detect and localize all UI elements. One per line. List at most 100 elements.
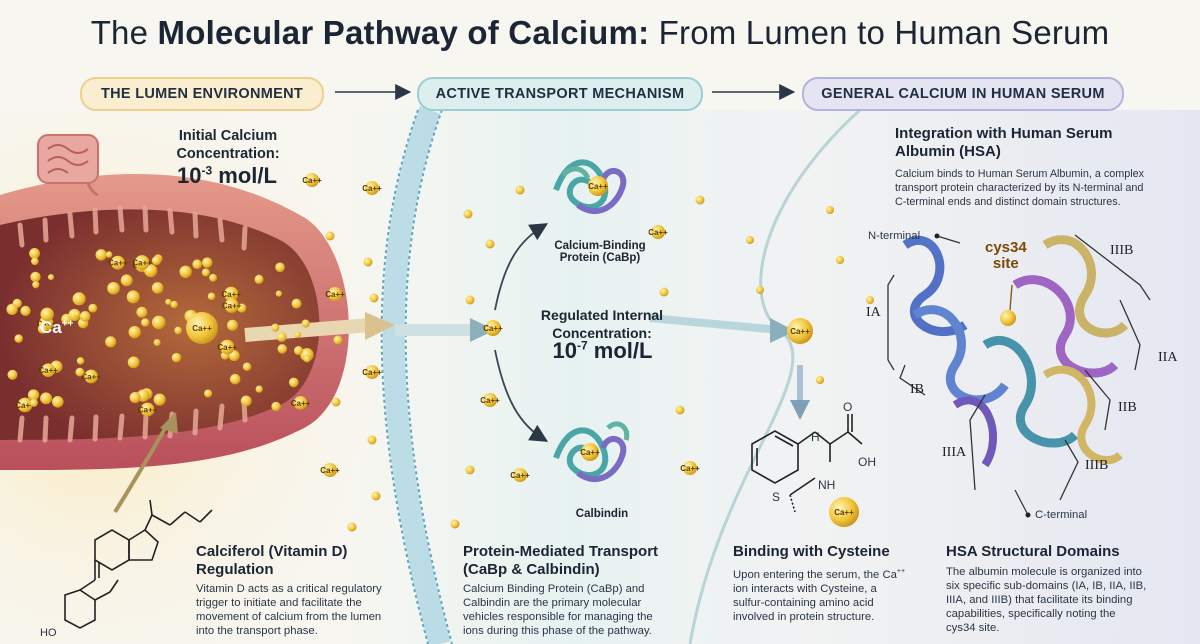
calcium-ion	[291, 298, 302, 309]
calbindin-label: Calbindin	[575, 508, 629, 520]
calcium-ion	[829, 497, 859, 527]
calcium-ion-label: Ca++	[834, 508, 854, 517]
calcium-ion	[17, 397, 33, 413]
calcium-ion	[40, 307, 54, 322]
calcium-ion-label: Ca++	[38, 366, 58, 375]
calcium-ion	[88, 303, 98, 313]
calcium-ion-label: Ca++	[81, 372, 101, 381]
calcium-ion-label: Ca++	[302, 176, 322, 185]
calcium-ion	[450, 519, 460, 529]
calcium-ion	[293, 346, 303, 356]
calcium-ion	[141, 318, 150, 327]
calcium-ion	[365, 181, 379, 195]
lumen-ion-label: Ca++	[40, 318, 74, 337]
internal-concentration-value: 10-7 mol/L	[552, 338, 653, 363]
calcium-ion	[153, 393, 166, 406]
calcium-ion	[174, 326, 182, 335]
calcium-ion-label: Ca++	[221, 290, 241, 299]
calcium-ion-label: Ca++	[132, 258, 152, 267]
calcium-ion	[483, 393, 497, 407]
calcium-ion	[129, 391, 141, 404]
calcium-ion	[275, 290, 282, 297]
calcium-ion	[331, 397, 341, 407]
calcium-ion	[41, 363, 56, 378]
calcium-ion	[237, 303, 247, 313]
calcium-ion-label: Ca++	[362, 368, 382, 377]
calcium-ion	[37, 324, 48, 334]
cys-oh-atom: OH	[858, 455, 876, 469]
calcium-ion	[105, 251, 113, 258]
calcium-ion	[485, 320, 501, 336]
calcium-ion	[465, 465, 475, 475]
calcium-ion	[79, 311, 91, 322]
calcium-ion	[209, 273, 217, 282]
calcium-ion	[201, 268, 210, 277]
calcium-ion	[6, 303, 18, 316]
calcium-ion-label: Ca++	[325, 290, 345, 299]
calcium-ion	[219, 339, 235, 355]
phase-lumen-environment: THE LUMEN ENVIRONMENT	[80, 77, 324, 111]
calcium-ion	[29, 398, 38, 407]
cys-s-atom: S	[772, 490, 781, 504]
calcium-ion	[277, 344, 288, 354]
calcium-ion	[242, 362, 252, 372]
calcium-ion	[224, 298, 239, 313]
hsa-protein	[902, 235, 1129, 468]
calcium-ion	[836, 256, 844, 264]
calcium-ion	[293, 396, 308, 410]
calcium-ion	[105, 336, 117, 348]
calcium-ion-label: Ca++	[580, 448, 600, 457]
calcium-ion	[651, 225, 665, 239]
calcium-ion	[305, 173, 319, 187]
calcium-ion	[29, 248, 40, 259]
calcium-ion	[223, 286, 239, 302]
calcium-ion	[151, 255, 162, 266]
calcium-ion	[127, 356, 140, 369]
calcium-ion-label: Ca++	[222, 302, 242, 311]
vitamin-d-structure	[64, 499, 213, 629]
calcium-ion-label: Ca++	[217, 343, 237, 352]
calcium-ion	[204, 389, 213, 398]
calcium-ion-label: Ca++	[192, 324, 212, 333]
calcium-ion	[226, 319, 238, 331]
calcium-ion	[128, 325, 141, 339]
calcium-ion	[288, 377, 299, 388]
calcium-ion	[588, 176, 608, 196]
calcium-ion-label: Ca++	[362, 184, 382, 193]
calcium-ion	[76, 357, 85, 365]
calcium-ion	[515, 185, 525, 195]
calcium-ion	[192, 259, 203, 270]
hsa-description: Calcium binds to Human Serum Albumin, a …	[895, 168, 1145, 208]
calcium-ion	[294, 331, 302, 339]
cys-nh-atom: NH	[818, 478, 836, 492]
calcium-ion	[485, 239, 495, 249]
calcium-ion-label: Ca++	[790, 327, 810, 336]
calcium-ion-label: Ca++	[480, 396, 500, 405]
calcium-ion-label: Ca++	[320, 466, 340, 475]
calcium-ion	[153, 339, 161, 347]
calcium-ion	[73, 311, 81, 318]
calcium-ion	[140, 402, 155, 417]
domain-ia-label: IA	[866, 305, 881, 320]
calcium-ion	[170, 300, 178, 309]
calcium-ion	[255, 385, 263, 393]
calcium-ion	[675, 405, 685, 415]
calcium-ion	[47, 274, 54, 281]
calcium-ion	[369, 293, 379, 303]
calcium-ion	[683, 461, 697, 475]
calcium-ion	[7, 369, 18, 380]
calcium-ion	[254, 274, 264, 284]
calcium-ion	[301, 319, 310, 328]
calcium-ion	[14, 334, 23, 343]
calcium-ion	[27, 389, 40, 401]
calcium-ion	[240, 395, 252, 407]
protein-transport-section: Protein-Mediated Transport (CaBp & Calbi…	[463, 543, 659, 637]
domain-iia-label: IIA	[1158, 350, 1178, 365]
calcium-ion	[365, 365, 379, 379]
calcium-ion	[201, 257, 213, 268]
